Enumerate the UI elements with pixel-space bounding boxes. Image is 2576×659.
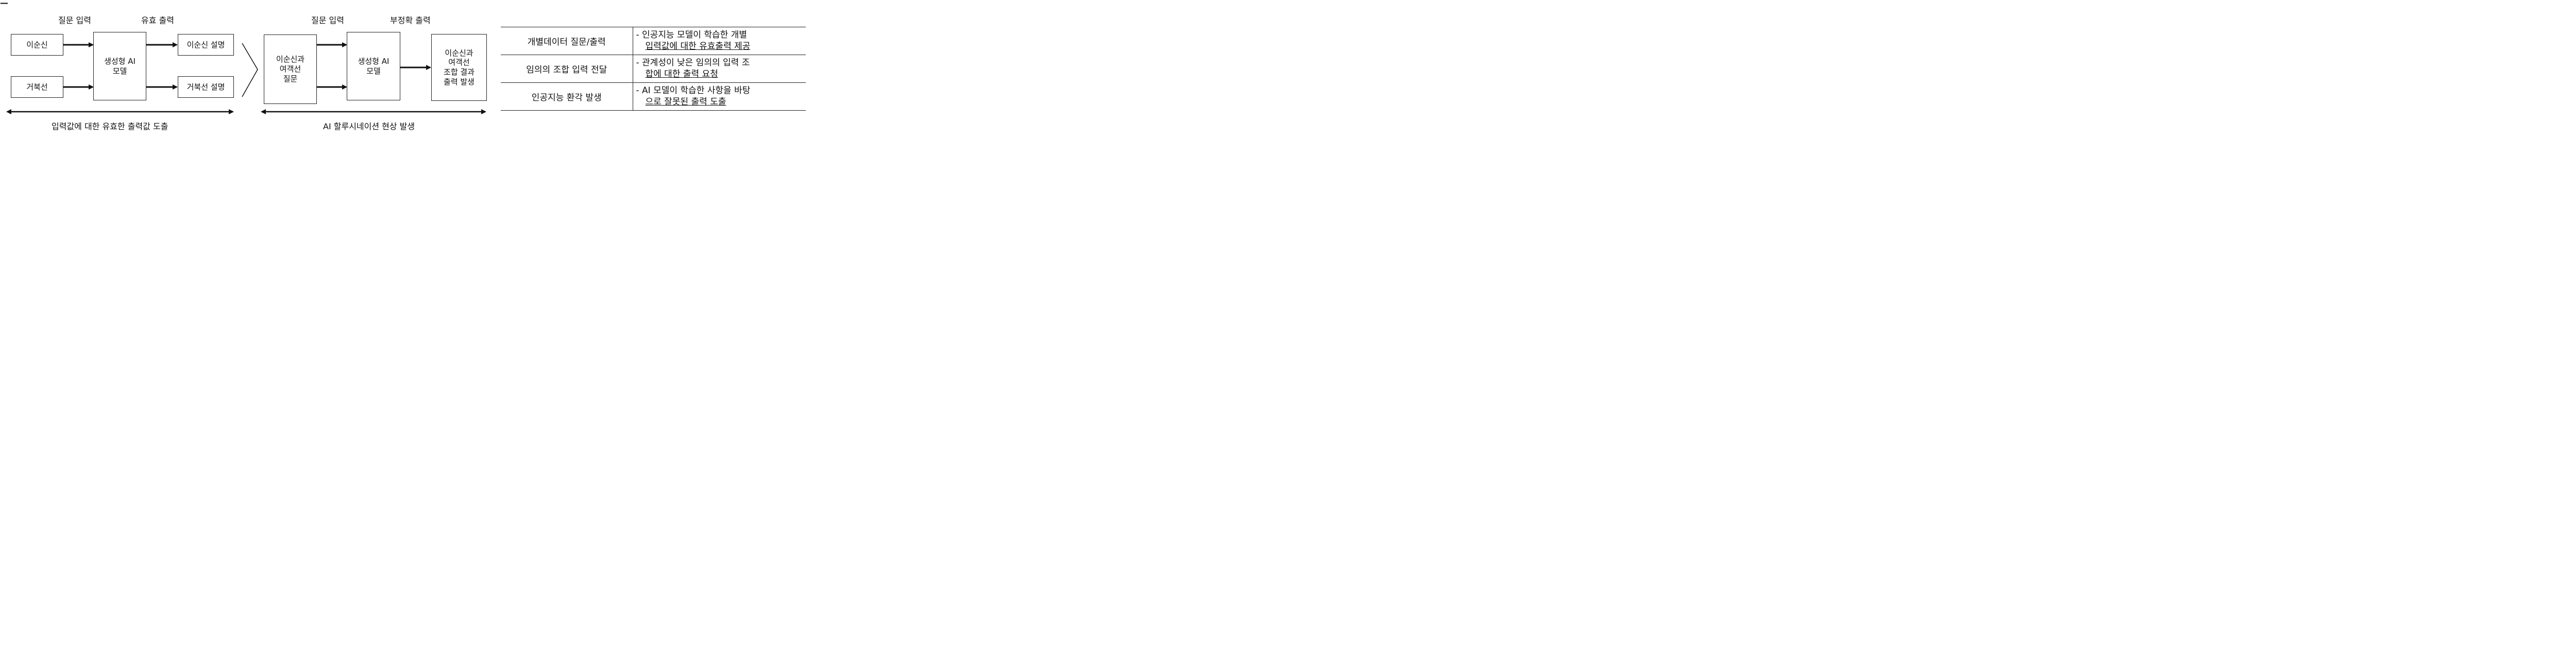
caption-panel1: 입력값에 대한 유효한 출력값 도출: [52, 122, 168, 131]
legend-desc-line1: - 인공지능 모델이 학습한 개별: [636, 30, 747, 41]
label-inaccurate-output: 부정확 출력: [390, 15, 431, 25]
legend-desc-line2: 으로 잘못된 출력 도출: [645, 96, 726, 107]
box-gen-ai-model-1: 생성형 AI 모델: [93, 32, 146, 100]
box-output-yisunsin-desc: 이순신 설명: [178, 34, 234, 56]
label-question-input-2: 질문 입력: [311, 15, 344, 25]
legend-row: 임의의 조합 입력 전달 - 관계성이 낮은 임의의 입력 조 합에 대한 출력…: [501, 55, 806, 83]
legend-table: 개별데이터 질문/출력 - 인공지능 모델이 학습한 개별 입력값에 대한 유효…: [501, 27, 806, 111]
legend-description: - AI 모델이 학습한 사항을 바탕 으로 잘못된 출력 도출: [633, 82, 806, 111]
legend-term: 개별데이터 질문/출력: [501, 27, 633, 55]
chevron-separator: [242, 43, 258, 97]
legend-row: 개별데이터 질문/출력 - 인공지능 모델이 학습한 개별 입력값에 대한 유효…: [501, 27, 806, 55]
box-combined-output: 이순신과 여객선 조합 결과 출력 발생: [431, 34, 487, 101]
legend-description: - 인공지능 모델이 학습한 개별 입력값에 대한 유효출력 제공: [633, 27, 806, 55]
connector-layer: [6, 42, 486, 114]
legend-term: 인공지능 환각 발생: [501, 82, 633, 111]
cropped-heading-fragment: —: [0, 0, 8, 8]
legend-desc-line1: - 관계성이 낮은 임의의 입력 조: [636, 58, 750, 68]
legend-desc-line2: 합에 대한 출력 요청: [645, 68, 718, 79]
legend-row: 인공지능 환각 발생 - AI 모델이 학습한 사항을 바탕 으로 잘못된 출력…: [501, 82, 806, 111]
legend-term: 임의의 조합 입력 전달: [501, 55, 633, 83]
legend-description: - 관계성이 낮은 임의의 입력 조 합에 대한 출력 요청: [633, 55, 806, 83]
hallucination-diagram: — 질문 입력 유효 출력 이순신 거북선 생성형 AI 모델: [0, 0, 808, 138]
legend-desc-line2: 입력값에 대한 유효출력 제공: [645, 41, 751, 51]
label-valid-output: 유효 출력: [141, 15, 174, 25]
legend-desc-line1: - AI 모델이 학습한 사항을 바탕: [636, 85, 751, 96]
box-input-yisunsin: 이순신: [11, 34, 63, 56]
label-question-input-1: 질문 입력: [58, 15, 91, 25]
box-gen-ai-model-2: 생성형 AI 모델: [347, 32, 400, 100]
box-output-turtle-ship-desc: 거북선 설명: [178, 76, 234, 98]
box-input-turtle-ship: 거북선: [11, 76, 63, 98]
box-combined-question: 이순신과 여객선 질문: [264, 34, 317, 104]
caption-panel2: AI 할루시네이션 현상 발생: [323, 122, 415, 131]
